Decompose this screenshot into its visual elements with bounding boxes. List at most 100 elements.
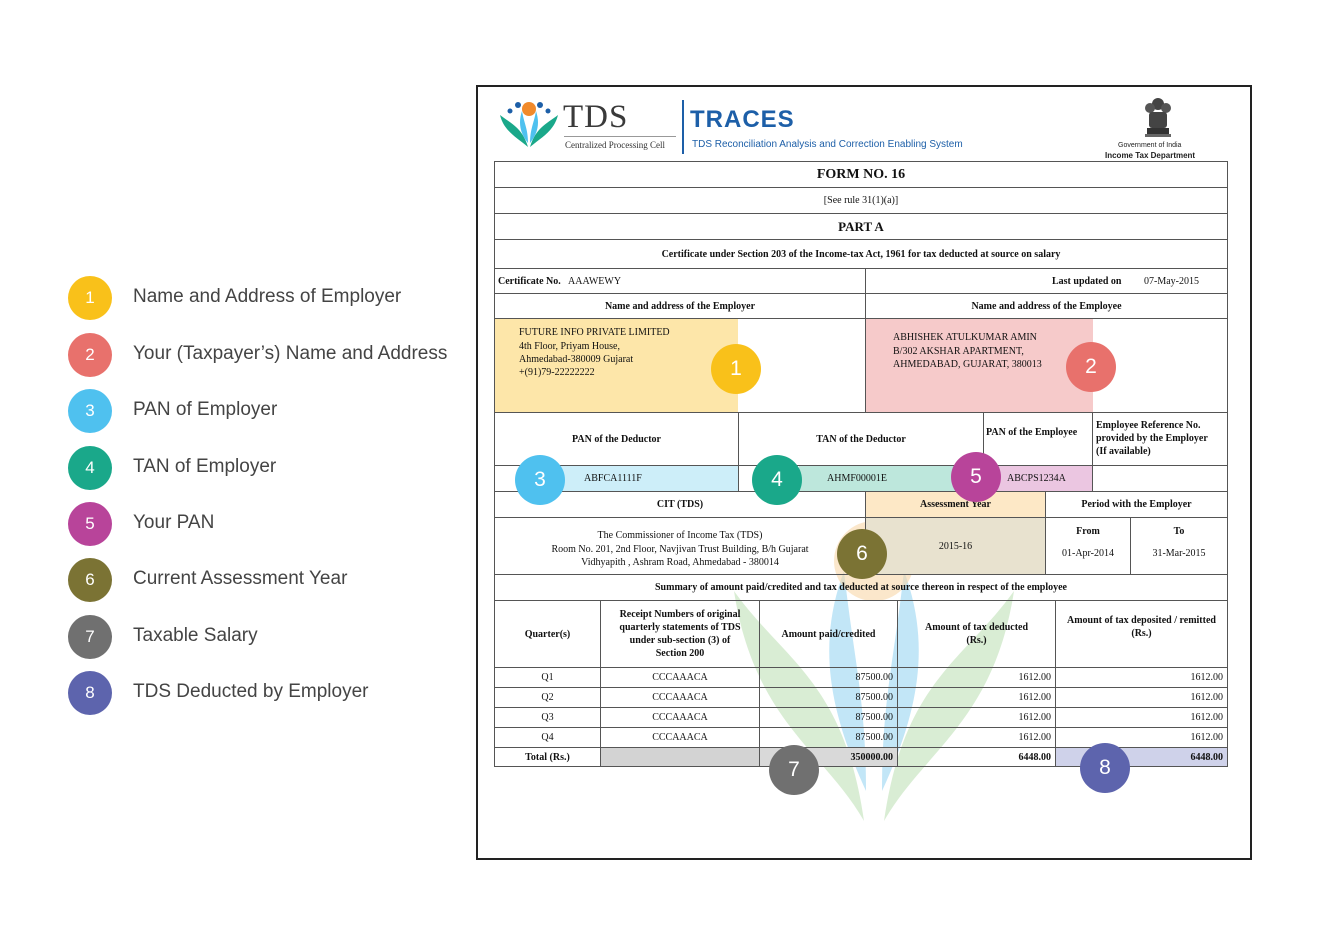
row-receipt: CCCAAACA xyxy=(600,667,760,688)
pan-employee-label-cell: PAN of the Employee xyxy=(983,412,1093,466)
legend-label: Name and Address of Employer xyxy=(133,286,402,307)
callout-badge-7: 7 xyxy=(769,745,819,795)
divider xyxy=(564,136,676,137)
cit-line: Room No. 201, 2nd Floor, Navjivan Trust … xyxy=(551,544,809,555)
col-tax: Amount of tax deducted (Rs.) xyxy=(897,600,1056,668)
employee-address-line: B/302 AKSHAR APARTMENT, xyxy=(893,346,1024,357)
employee-highlight xyxy=(866,319,1093,412)
legend-badge-8: 8 xyxy=(68,671,112,715)
employee-reference-label: provided by the Employer xyxy=(1096,433,1208,444)
employee-reference-cell: Employee Reference No. provided by the E… xyxy=(1092,412,1228,466)
certificate-number-cell: Certificate No. AAAWEWY xyxy=(494,268,866,294)
legend-badge-3: 3 xyxy=(68,389,112,433)
last-updated-label: Last updated on xyxy=(1052,276,1122,287)
to-date: 31-Mar-2015 xyxy=(1152,548,1206,559)
legend-item: 2 Your (Taxpayer’s) Name and Address xyxy=(68,333,468,377)
form-grid: FORM NO. 16 [See rule 31(1)(a)] PART A C… xyxy=(494,161,1228,821)
row-quarter: Q3 xyxy=(494,707,601,728)
traces-wordmark: TRACES xyxy=(690,106,795,133)
row-amount: 87500.00 xyxy=(759,727,898,748)
callout-badge-4: 4 xyxy=(752,455,802,505)
row-quarter: Q2 xyxy=(494,687,601,708)
row-deposited: 1612.00 xyxy=(1055,707,1228,728)
legend-item: 6 Current Assessment Year xyxy=(68,558,468,602)
assessment-year-label: Assessment Year xyxy=(865,491,1046,518)
row-amount: 87500.00 xyxy=(759,667,898,688)
employer-phone: +(91)79-22222222 xyxy=(519,367,595,378)
cit-address-cell: The Commissioner of Income Tax (TDS) Roo… xyxy=(494,517,866,575)
traces-subtitle: TDS Reconciliation Analysis and Correcti… xyxy=(692,139,963,150)
callout-badge-3: 3 xyxy=(515,455,565,505)
legend-label: Current Assessment Year xyxy=(133,568,348,589)
col-receipt-line: under sub-section (3) of xyxy=(629,635,731,646)
col-tax-line: Amount of tax deducted xyxy=(924,622,1029,633)
row-quarter: Q1 xyxy=(494,667,601,688)
legend-item: 5 Your PAN xyxy=(68,502,468,546)
employer-address-cell: FUTURE INFO PRIVATE LIMITED 4th Floor, P… xyxy=(494,318,866,413)
employer-heading: Name and address of the Employer xyxy=(494,293,866,319)
legend-item: 1 Name and Address of Employer xyxy=(68,276,468,320)
col-amount: Amount paid/credited xyxy=(759,600,898,668)
legend-item: 3 PAN of Employer xyxy=(68,389,468,433)
row-deposited: 1612.00 xyxy=(1055,727,1228,748)
legend-label: Your PAN xyxy=(133,512,215,533)
to-cell: To 31-Mar-2015 xyxy=(1130,517,1228,575)
employer-address-line: 4th Floor, Priyam House, xyxy=(519,341,620,352)
legend-badge-4: 4 xyxy=(68,446,112,490)
rule-reference: [See rule 31(1)(a)] xyxy=(494,187,1228,214)
row-deposited: 1612.00 xyxy=(1055,687,1228,708)
callout-badge-2: 2 xyxy=(1066,342,1116,392)
certificate-heading: Certificate under Section 203 of the Inc… xyxy=(494,239,1228,269)
from-label: From xyxy=(1076,526,1100,537)
employee-reference-label: (If available) xyxy=(1096,446,1151,457)
callout-badge-6: 6 xyxy=(837,529,887,579)
employer-address-line: Ahmedabad-380009 Gujarat xyxy=(519,354,634,365)
col-deposited-line: (Rs.) xyxy=(1131,628,1152,639)
col-receipt-line: quarterly statements of TDS xyxy=(619,622,741,633)
legend-badge-2: 2 xyxy=(68,333,112,377)
certificate-number-label: Certificate No. xyxy=(498,276,561,287)
callout-badge-8: 8 xyxy=(1080,743,1130,793)
callout-badge-1: 1 xyxy=(711,344,761,394)
last-updated-cell: Last updated on 07-May-2015 xyxy=(865,268,1228,294)
legend-label: Taxable Salary xyxy=(133,625,258,646)
employee-address-line: AHMEDABAD, GUJARAT, 380013 xyxy=(893,359,1042,370)
col-receipt: Receipt Numbers of original quarterly st… xyxy=(600,600,760,668)
pan-deductor-highlight xyxy=(555,466,738,491)
legend-item: 4 TAN of Employer xyxy=(68,446,468,490)
employer-name: FUTURE INFO PRIVATE LIMITED xyxy=(519,327,670,338)
employee-address-cell: ABHISHEK ATULKUMAR AMIN B/302 AKSHAR APA… xyxy=(865,318,1228,413)
form16-document: TDS Centralized Processing Cell TRACES T… xyxy=(476,85,1252,860)
to-label: To xyxy=(1173,526,1185,537)
divider xyxy=(682,100,684,154)
total-tax: 6448.00 xyxy=(897,747,1056,767)
legend-label: TDS Deducted by Employer xyxy=(133,681,369,702)
legend-badge-7: 7 xyxy=(68,615,112,659)
employee-reference-value-cell xyxy=(1092,465,1228,492)
legend-label: Your (Taxpayer’s) Name and Address xyxy=(133,343,448,364)
part-title: PART A xyxy=(494,213,1228,240)
from-date: 01-Apr-2014 xyxy=(1061,548,1114,559)
department-label: Income Tax Department xyxy=(1105,151,1196,160)
tds-subtitle: Centralized Processing Cell xyxy=(565,140,665,150)
legend-label: TAN of Employer xyxy=(133,456,277,477)
pan-employee-value: ABCPS1234A xyxy=(1007,473,1066,484)
total-receipt-blank xyxy=(600,747,760,767)
cit-line: Vidhyapith , Ashram Road, Ahmedabad - 38… xyxy=(581,557,779,568)
legend-label: PAN of Employer xyxy=(133,399,278,420)
period-label: Period with the Employer xyxy=(1045,491,1228,518)
document-header: TDS Centralized Processing Cell TRACES T… xyxy=(478,87,1250,162)
form-title: FORM NO. 16 xyxy=(494,161,1228,188)
legend-item: 7 Taxable Salary xyxy=(68,615,468,659)
employee-reference-label: Employee Reference No. xyxy=(1096,420,1201,431)
tds-wordmark: TDS xyxy=(563,99,629,135)
employer-highlight xyxy=(495,319,738,412)
legend-item: 8 TDS Deducted by Employer xyxy=(68,671,468,715)
pan-employee-label: PAN of the Employee xyxy=(986,427,1078,438)
emblem-icon xyxy=(1145,98,1171,137)
tan-deductor-value: AHMF00001E xyxy=(827,473,888,484)
row-tax: 1612.00 xyxy=(897,687,1056,708)
row-amount: 87500.00 xyxy=(759,687,898,708)
col-receipt-line: Receipt Numbers of original xyxy=(619,609,741,620)
row-amount: 87500.00 xyxy=(759,707,898,728)
